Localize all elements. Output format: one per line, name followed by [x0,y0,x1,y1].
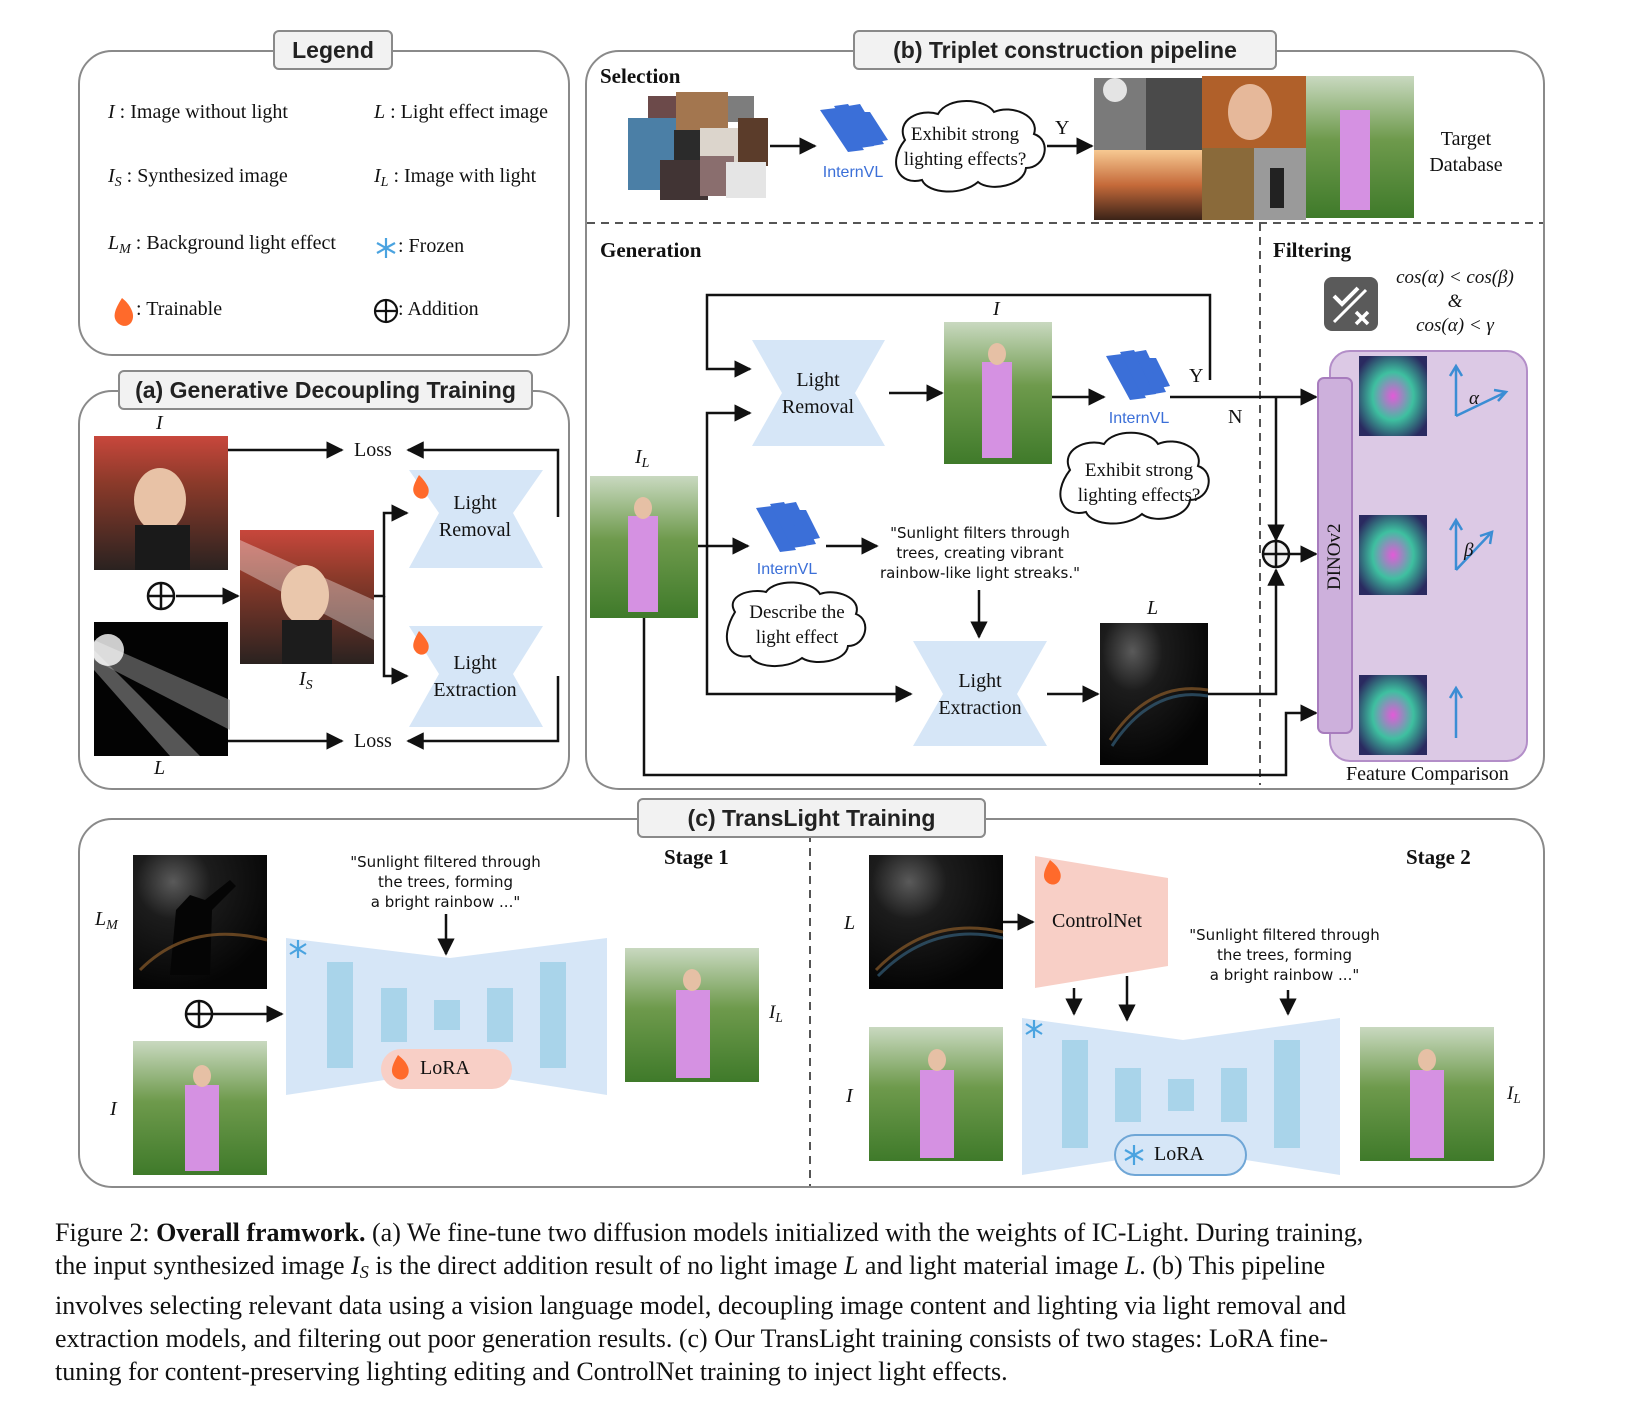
internvl-label-1: InternVL [822,164,884,181]
dinov2-bar [1317,377,1353,734]
yes-label-2: Y [1189,365,1204,387]
cloud-bubble-2 [1059,431,1210,525]
label-is-a: IS [299,668,313,693]
panel-a-title: (a) Generative Decoupling Training [118,370,533,410]
feature-map-3 [1359,675,1427,755]
internvl-label-3: InternVL [756,561,818,578]
feature-map-1 [1359,356,1427,436]
internvl-logo-3 [756,502,820,552]
light-removal-module-a [409,470,543,568]
panel-c-title: (c) TransLight Training [637,798,986,838]
stage1-heading: Stage 1 [664,845,729,869]
label-l-c2: L [844,912,856,934]
snowflake-icon-c1 [289,940,307,958]
label-il-b: IL [635,446,650,471]
panel-a [78,390,570,790]
legend-icons [114,238,399,326]
panel-b [585,50,1545,790]
filtering-heading: Filtering [1273,238,1352,262]
lora-trainable [381,1049,512,1089]
controlnet-module [1035,856,1168,988]
flame-icon-lora [391,1055,409,1080]
legend-item-is: IS : Synthesized image [108,165,288,190]
selection-heading: Selection [600,64,681,88]
internvl-logo-1 [820,104,888,152]
panel-a-graphics [92,436,560,756]
generation-heading: Generation [600,238,702,262]
panel-b-title: (b) Triplet construction pipeline [853,30,1277,70]
loss-label-1: Loss [354,439,392,461]
cloud-bubble-1 [895,100,1046,193]
feature-map-2 [1359,515,1427,595]
legend-item-il: IL : Image with light [374,165,537,190]
legend-title: Legend [273,30,393,70]
label-l-a: L [154,757,166,779]
flame-icon-a2 [413,631,429,655]
legend-item-i: I : Image without light [108,101,288,123]
no-label: N [1228,406,1243,428]
snowflake-icon [376,238,396,258]
flame-icon-a1 [413,475,429,499]
snowflake-icon-c2 [1025,1020,1043,1038]
cloud-bubble-3 [725,581,867,667]
beta-label: β [1464,540,1474,561]
label-i-c2: I [846,1085,853,1107]
alpha-label: α [1469,388,1479,409]
loss-label-2: Loss [354,730,392,752]
vector-ref [1448,685,1464,738]
label-l-b: L [1147,597,1159,619]
feature-comparison-label: Feature Comparison [1346,763,1509,785]
flame-icon [114,298,134,326]
controlnet-label: ControlNet [1052,910,1142,932]
legend-item-l: L : Light effect image [374,101,549,123]
light-removal-module-b [752,340,885,446]
figure-caption: Figure 2: Overall framwork. (a) We fine-… [55,1218,1364,1386]
addition-icon [373,298,399,324]
label-i-b: I [993,298,1000,320]
yes-label-1: Y [1055,117,1070,139]
legend-item-addition: : Addition [398,298,479,320]
light-extraction-module-a [409,626,543,727]
legend-item-trainable: : Trainable [136,298,223,320]
panel-b-graphics [587,76,1543,785]
light-extraction-module-b [913,641,1047,746]
label-i-c1: I [110,1098,117,1120]
label-i-a: I [156,412,163,434]
checklist-icon [1324,277,1378,331]
filtering-formula: cos(α) < cos(β)&cos(α) < γ [1396,267,1514,336]
lora-frozen [1114,1134,1247,1176]
stage2-heading: Stage 2 [1406,845,1471,869]
internvl-label-2: InternVL [1108,410,1170,427]
label-lm-c: LM [95,908,118,933]
lora-label-1: LoRA [420,1057,470,1079]
label-il-c1: IL [769,1002,783,1025]
label-il-c2: IL [1507,1083,1521,1106]
flame-icon-controlnet [1043,860,1061,885]
vector-alpha [1448,363,1509,418]
legend-item-lm: LM : Background light effect [108,232,336,257]
panel-c [78,818,1545,1188]
lora-label-2: LoRA [1154,1143,1204,1165]
vector-beta [1448,517,1494,571]
dinov2-label: DINOv2 [1324,523,1345,591]
snowflake-icon-lora [1124,1145,1144,1165]
internvl-logo-2 [1106,350,1170,400]
image-l-c2 [869,855,1003,989]
legend-item-frozen: : Frozen [398,235,465,257]
panel-c-graphics [133,834,1494,1186]
